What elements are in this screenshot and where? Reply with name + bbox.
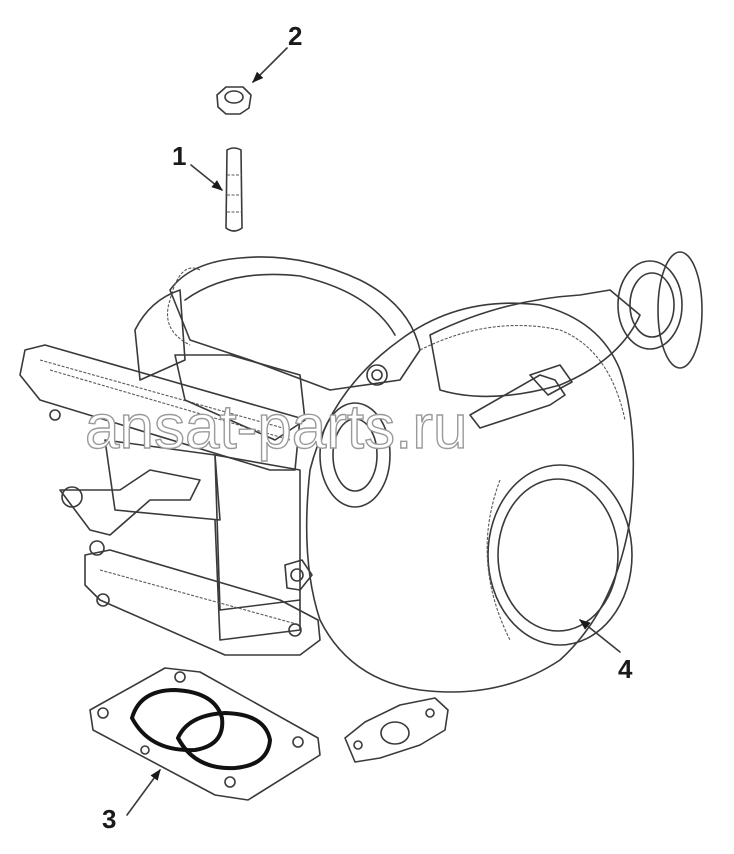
part-stud — [225, 147, 243, 232]
part-gasket-small — [344, 697, 449, 763]
callout-2: 2 — [288, 21, 302, 51]
callout-1: 1 — [172, 141, 186, 171]
callout-arrows — [126, 47, 621, 816]
callout-3: 3 — [102, 804, 116, 834]
part-gasket-large — [89, 667, 321, 801]
part-nut — [216, 86, 252, 115]
watermark: ansat-parts.ru — [85, 393, 468, 462]
part-turbocharger — [19, 251, 703, 693]
callout-4: 4 — [618, 654, 633, 684]
